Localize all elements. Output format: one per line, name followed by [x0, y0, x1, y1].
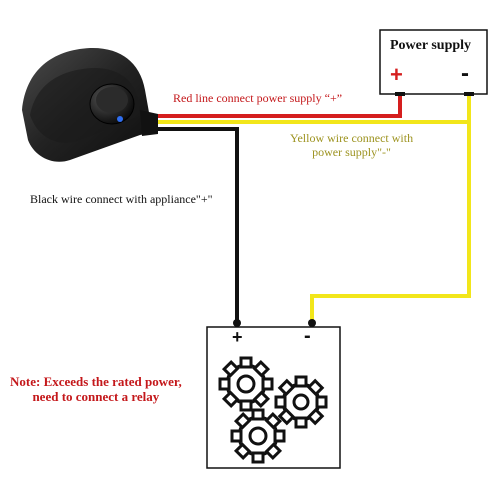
rocker-switch-icon: [22, 47, 158, 162]
power-supply-box: [379, 29, 488, 95]
power-supply-minus-sign: -: [461, 60, 469, 87]
appliance-plus-terminal: [233, 319, 241, 327]
relay-note-line1: Note: Exceeds the rated power,: [10, 374, 182, 389]
gear-icon: [218, 356, 328, 464]
red-wire: [150, 94, 402, 118]
relay-note: Note: Exceeds the rated power, need to c…: [10, 374, 182, 405]
yellow-wire-label-line1: Yellow wire connect with: [290, 131, 414, 145]
black-wire-label: Black wire connect with appliance"+": [30, 192, 213, 206]
relay-note-line2: need to connect a relay: [32, 388, 160, 404]
power-supply-title: Power supply: [390, 38, 472, 53]
yellow-wire-label-line2: power supply"-": [312, 144, 391, 159]
yellow-wire-label: Yellow wire connect with power supply"-": [290, 131, 414, 160]
appliance-minus-sign: -: [304, 325, 311, 347]
appliance-plus-sign: +: [232, 327, 243, 347]
red-wire-label: Red line connect power supply “+”: [173, 91, 343, 105]
black-wire: [150, 127, 239, 322]
power-supply-plus-sign: +: [390, 62, 403, 87]
appliance-minus-terminal: [308, 319, 316, 327]
yellow-wire: [150, 120, 471, 322]
